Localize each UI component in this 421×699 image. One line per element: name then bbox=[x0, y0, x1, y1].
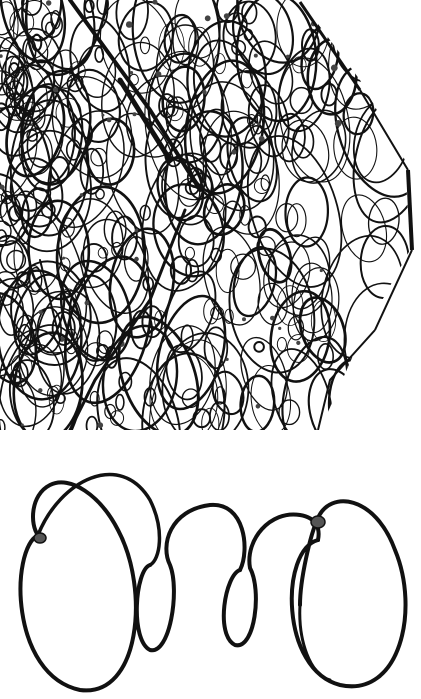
mesh-curl bbox=[91, 148, 107, 165]
mesh-curl bbox=[87, 417, 98, 430]
mesh-knot bbox=[97, 422, 103, 428]
mesh-loop bbox=[340, 280, 421, 407]
mesh-loop bbox=[320, 0, 359, 43]
mesh-curl bbox=[116, 395, 124, 410]
mesh-knot bbox=[331, 65, 338, 72]
mesh-loop bbox=[341, 91, 376, 136]
mesh-knot bbox=[38, 388, 42, 392]
mesh-loop bbox=[112, 0, 179, 76]
mesh-knot bbox=[107, 118, 112, 123]
mesh-knot bbox=[156, 71, 162, 77]
mesh-knot bbox=[226, 358, 229, 361]
mesh-knot bbox=[21, 423, 24, 426]
mesh-knot bbox=[256, 404, 261, 409]
mesh-knot bbox=[320, 269, 323, 272]
coil-loop-small-1 bbox=[137, 505, 245, 650]
mesh-knot bbox=[62, 257, 65, 260]
coil-knot-left bbox=[34, 533, 46, 543]
mesh-loop bbox=[338, 0, 421, 96]
mesh-knot bbox=[254, 54, 258, 58]
mesh-knot bbox=[270, 316, 275, 321]
mesh-curl bbox=[189, 27, 211, 66]
mesh-knot bbox=[242, 317, 246, 321]
mesh-loop bbox=[335, 190, 394, 267]
mesh-curl bbox=[185, 247, 194, 259]
mesh-knot bbox=[286, 55, 290, 59]
mesh-knot bbox=[259, 136, 265, 142]
mesh-curl bbox=[254, 342, 264, 352]
mesh-loop bbox=[319, 52, 421, 209]
single-coil-drawing bbox=[0, 440, 421, 699]
mesh-curl bbox=[242, 2, 257, 24]
single-coil-panel bbox=[0, 440, 421, 699]
mesh-knot bbox=[224, 13, 230, 19]
mesh-knot bbox=[205, 15, 211, 21]
mesh-knot bbox=[130, 71, 133, 74]
coil-mesh-drawing bbox=[0, 0, 421, 430]
mesh-loop bbox=[362, 352, 412, 416]
coil-connector-1 bbox=[38, 475, 159, 565]
mesh-loop bbox=[366, 49, 415, 104]
mesh-knot bbox=[85, 301, 90, 306]
mesh-curl bbox=[140, 37, 149, 54]
mesh-knot bbox=[39, 310, 43, 314]
mesh-knot bbox=[0, 54, 3, 58]
mesh-knot bbox=[101, 114, 104, 117]
coil-mesh-loops bbox=[0, 0, 421, 430]
mesh-knot bbox=[135, 229, 139, 233]
mesh-knot bbox=[231, 149, 236, 154]
mesh-loop bbox=[346, 380, 390, 430]
mesh-curl bbox=[104, 211, 126, 247]
mesh-knot bbox=[46, 0, 51, 5]
mesh-knot bbox=[335, 120, 342, 127]
mesh-curl bbox=[95, 47, 103, 62]
mesh-loop bbox=[346, 0, 414, 42]
coil-loop-small-2 bbox=[224, 514, 319, 645]
coil-loop-right-inner bbox=[300, 605, 330, 680]
mesh-curl bbox=[22, 0, 41, 15]
mesh-curl bbox=[277, 338, 286, 352]
mesh-loop bbox=[323, 1, 396, 89]
mesh-knot bbox=[80, 193, 83, 196]
mesh-knot bbox=[133, 112, 137, 116]
coil-loop-left bbox=[21, 482, 136, 690]
coil-knot-right bbox=[311, 516, 325, 528]
mesh-knot bbox=[126, 21, 133, 28]
mesh-curl bbox=[96, 189, 104, 199]
mesh-knot bbox=[296, 341, 300, 345]
mesh-knot bbox=[257, 123, 260, 126]
coil-mesh-panel bbox=[0, 0, 421, 430]
mesh-knot bbox=[53, 87, 58, 92]
mesh-loop bbox=[53, 184, 148, 325]
mesh-knot bbox=[278, 327, 281, 330]
mesh-knot bbox=[202, 90, 207, 95]
mesh-knot bbox=[134, 257, 139, 262]
